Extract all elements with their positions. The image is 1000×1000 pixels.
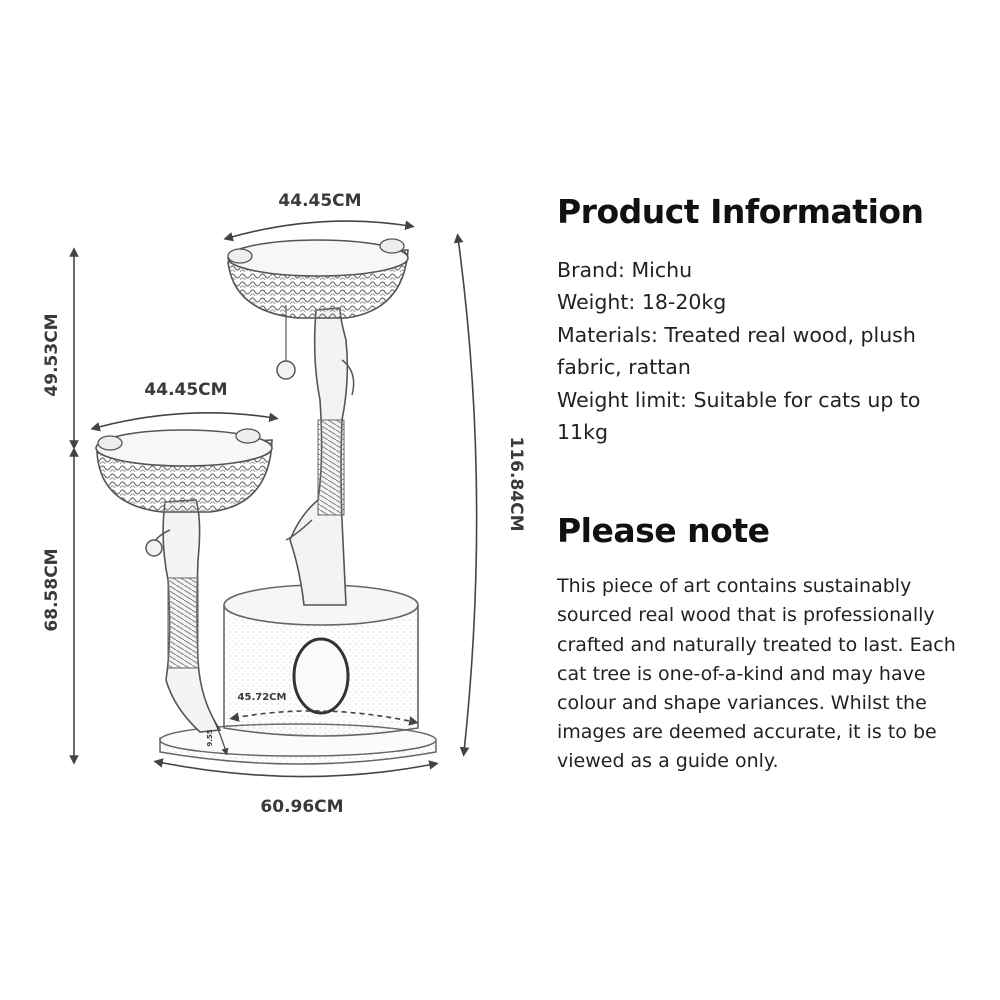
spec-list: Brand: Michu Weight: 18-20kg Materials: … (557, 254, 977, 449)
house-entrance (292, 637, 350, 715)
short-trunk (145, 499, 222, 733)
spec-weight-limit: Weight limit: Suitable for cats up to 11… (557, 387, 921, 445)
tall-trunk (276, 305, 355, 606)
dim-lower-width: 44.45CM (144, 380, 227, 400)
cat-tree-diagram: 44.45CM 44.45CM 49.53CM 68.58CM 116.84CM… (42, 191, 526, 817)
dim-upper-height: 49.53CM (42, 313, 62, 396)
dim-top-width: 44.45CM (278, 191, 361, 211)
top-basket (227, 238, 409, 319)
spec-materials: Materials: Treated real wood, plush fabr… (557, 322, 916, 380)
spec-weight: Weight: 18-20kg (557, 290, 727, 315)
cat-house (223, 584, 419, 737)
info-panel: Product Information Brand: Michu Weight:… (557, 192, 977, 777)
toy-ball-lower (145, 539, 163, 557)
dim-hole-width: 45.72CM (238, 692, 287, 703)
dim-base-width: 60.96CM (260, 797, 343, 817)
dim-total-height: 116.84CM (506, 437, 526, 532)
note-body: This piece of art contains sustainably s… (557, 575, 956, 773)
note-heading: Please note (557, 510, 770, 550)
toy-ball-upper (276, 360, 296, 380)
dim-small-mark: 9.55 (206, 729, 214, 746)
dimension-lines (69, 220, 478, 778)
dim-lower-height: 68.58CM (42, 548, 62, 631)
product-info-heading: Product Information (557, 192, 924, 231)
spec-brand: Brand: Michu (557, 257, 693, 282)
lower-basket (95, 428, 273, 513)
